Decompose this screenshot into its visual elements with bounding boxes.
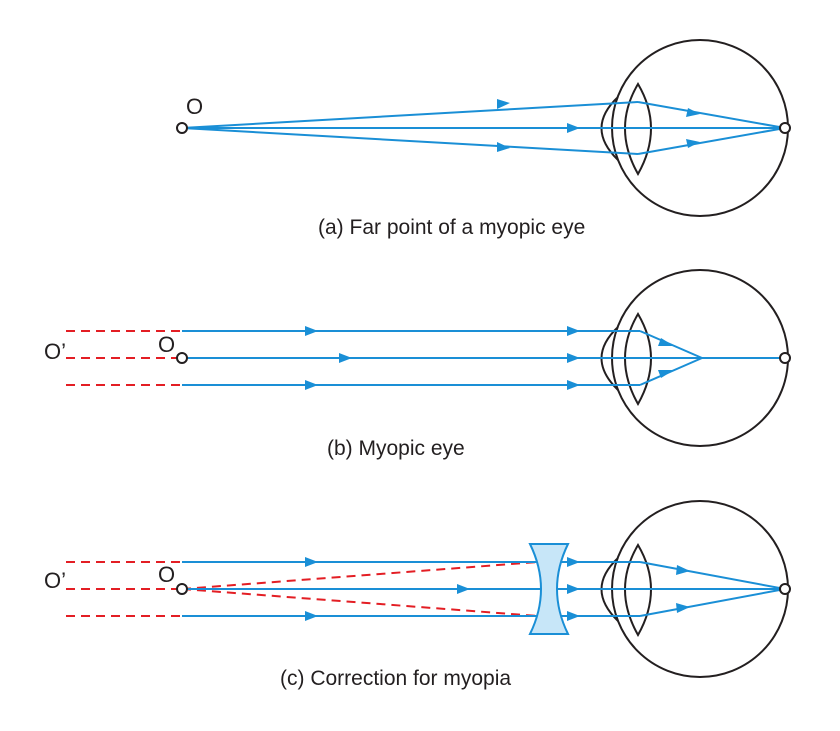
arrowhead xyxy=(567,326,580,336)
arrowhead xyxy=(676,603,690,613)
arrowhead xyxy=(305,611,318,621)
arrowhead xyxy=(567,353,580,363)
far-point-label-b: O’ xyxy=(44,339,66,364)
far-point-label-c: O’ xyxy=(44,568,66,593)
caption-c: (c) Correction for myopia xyxy=(280,667,511,690)
arrowhead xyxy=(339,353,352,363)
caption-b: (b) Myopic eye xyxy=(327,437,465,460)
arrowhead xyxy=(658,338,674,346)
arrowhead xyxy=(305,557,318,567)
panel-c: O’ O (c) Correction for myopia xyxy=(44,500,791,690)
arrowhead xyxy=(676,565,690,575)
arrowhead xyxy=(567,557,580,567)
ray-a-top-refracted xyxy=(637,101,786,129)
arrowhead xyxy=(497,142,510,152)
panel-a: O (a) Far point of a myopic eye xyxy=(176,39,791,239)
arrowhead xyxy=(567,380,580,390)
ray-c-top-refracted xyxy=(639,561,786,590)
concave-lens xyxy=(528,543,570,635)
object-point-b xyxy=(176,352,188,364)
panel-b: O’ O (b) Myopic eye xyxy=(44,269,791,460)
object-point-a xyxy=(176,122,188,134)
arrowhead xyxy=(457,584,470,594)
arrowhead xyxy=(567,611,580,621)
ray-a-bottom xyxy=(181,127,639,155)
retina-point-b xyxy=(779,352,791,364)
ray-c-bottom-refracted xyxy=(639,588,786,617)
object-label-a: O xyxy=(186,94,203,119)
object-label-b: O xyxy=(158,332,175,357)
arrowhead xyxy=(686,139,700,148)
ray-a-top xyxy=(181,101,639,129)
object-point-c xyxy=(176,583,188,595)
object-label-c: O xyxy=(158,562,175,587)
virtual-ray-c-diverge-top xyxy=(181,561,539,590)
arrowhead xyxy=(686,108,700,117)
arrowhead xyxy=(305,326,318,336)
caption-a: (a) Far point of a myopic eye xyxy=(318,216,585,239)
retina-point-c xyxy=(779,583,791,595)
arrowhead xyxy=(305,380,318,390)
arrowhead xyxy=(567,584,580,594)
virtual-ray-c-diverge-bottom xyxy=(181,588,539,617)
arrowhead xyxy=(658,370,674,378)
arrowhead xyxy=(497,99,510,109)
retina-point-a xyxy=(779,122,791,134)
arrowhead xyxy=(567,123,580,133)
ray-a-bottom-refracted xyxy=(637,127,786,155)
